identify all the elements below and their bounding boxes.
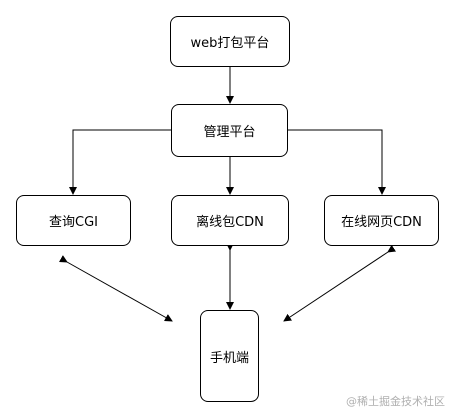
node-label: web打包平台 xyxy=(190,36,270,51)
node-label: 离线包CDN xyxy=(196,215,264,230)
node-online-webpage-cdn: 在线网页CDN xyxy=(324,195,439,246)
arrow-online-cdn-mobile xyxy=(283,244,397,322)
node-label: 手机端 xyxy=(209,350,249,366)
arrow-query-cgi-mobile xyxy=(58,255,173,322)
node-web-packaging-platform: web打包平台 xyxy=(170,16,290,67)
node-offline-package-cdn: 离线包CDN xyxy=(171,195,289,246)
node-query-cgi: 查询CGI xyxy=(16,195,131,246)
node-label: 查询CGI xyxy=(49,215,98,230)
node-management-platform: 管理平台 xyxy=(171,104,288,157)
arrow-management-to-online-cdn xyxy=(288,129,386,195)
node-label: 在线网页CDN xyxy=(341,215,422,230)
arrow-management-to-query-cgi xyxy=(69,129,172,195)
node-mobile-client: 手机端 xyxy=(200,310,259,402)
watermark: @稀土掘金技术社区 xyxy=(346,395,445,408)
node-label: 管理平台 xyxy=(203,125,256,140)
